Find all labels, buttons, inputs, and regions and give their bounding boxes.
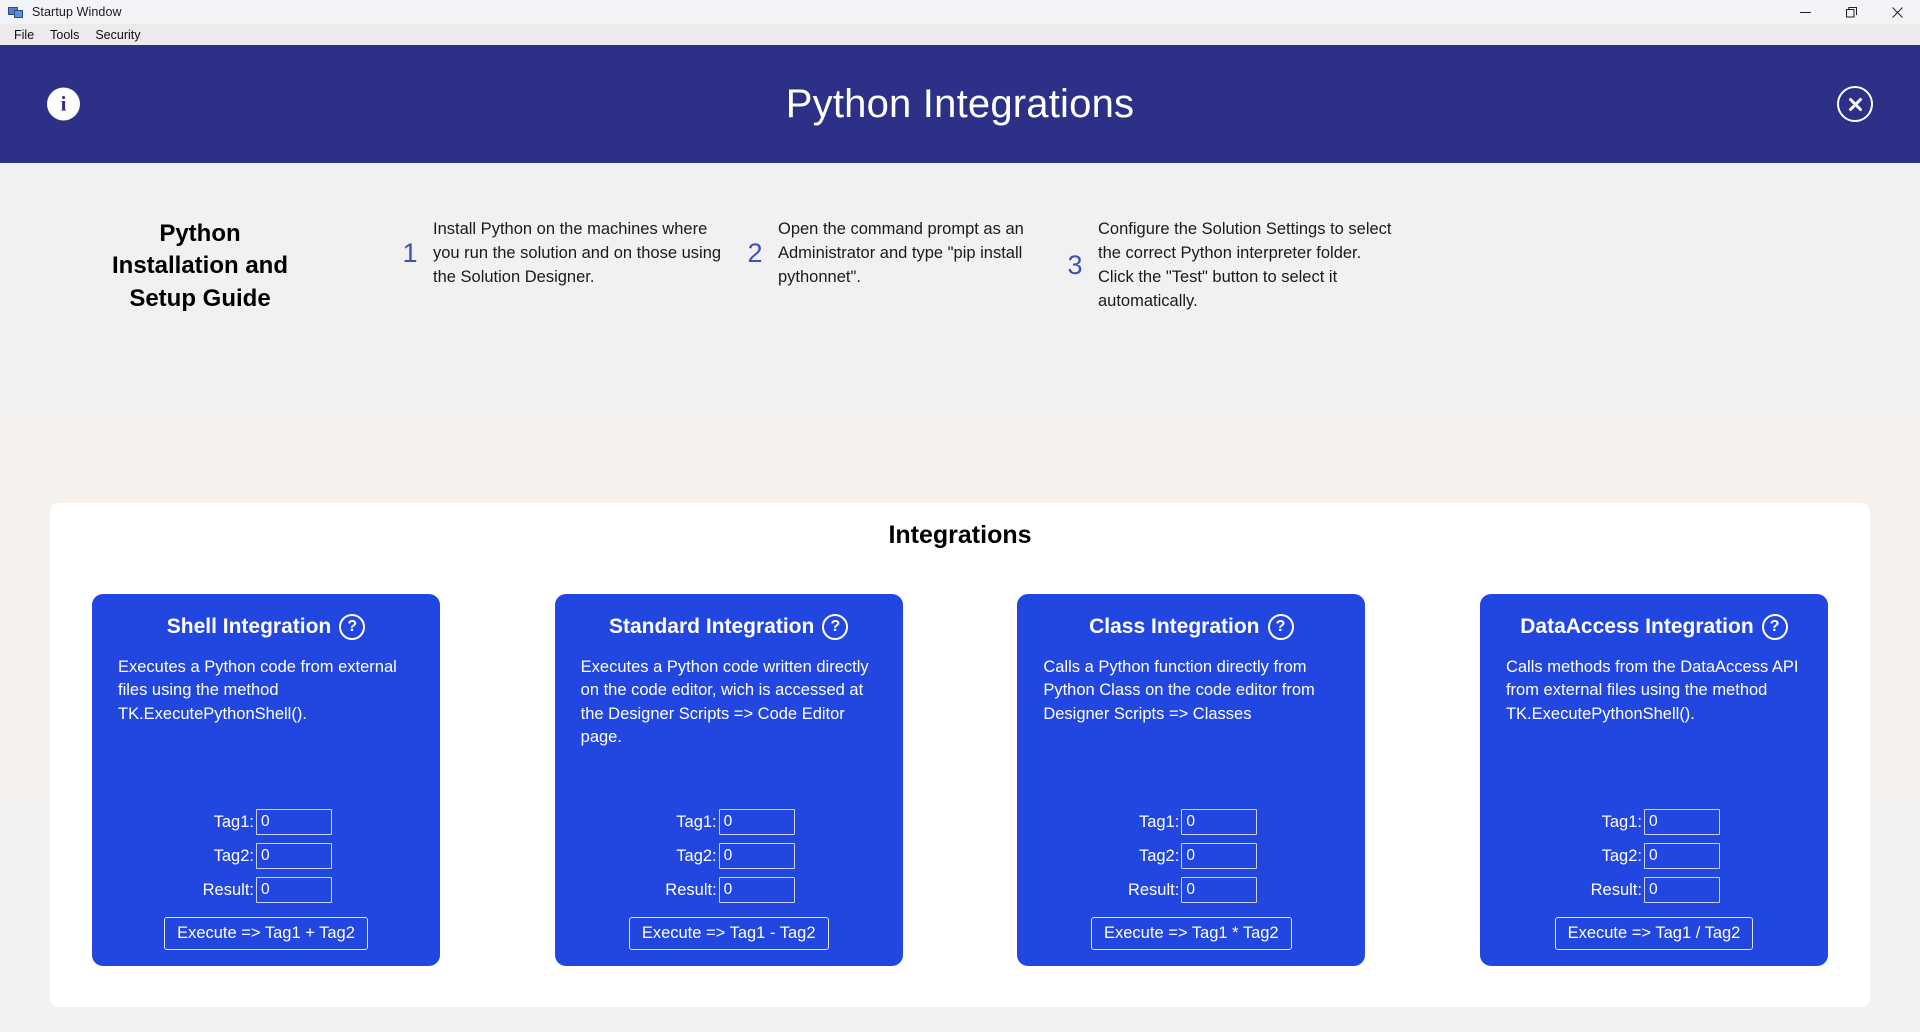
field-label-tag2: Tag2:	[1138, 846, 1180, 865]
integration-cards: Shell Integration ? Executes a Python co…	[50, 550, 1870, 966]
field-row-tag2: Tag2:	[577, 843, 881, 869]
field-row-tag1: Tag1:	[1502, 809, 1806, 835]
card-fields: Tag1: Tag2: Result: Execute => Tag1 - Ta…	[577, 809, 881, 950]
integration-card-class: Class Integration ? Calls a Python funct…	[1017, 594, 1366, 966]
input-tag1[interactable]	[256, 809, 332, 835]
card-description: Executes a Python code written directly …	[580, 658, 869, 747]
field-label-tag1: Tag1:	[213, 812, 254, 831]
restore-button[interactable]	[1828, 0, 1874, 24]
input-result[interactable]	[256, 877, 332, 903]
execute-button[interactable]: Execute => Tag1 / Tag2	[1554, 917, 1754, 950]
input-tag1[interactable]	[718, 809, 795, 835]
field-label-result: Result:	[665, 880, 717, 899]
menu-bar: File Tools Security	[0, 24, 1920, 45]
guide-step-1: 1 Install Python on the machines where y…	[400, 218, 745, 290]
step-number-2: 2	[747, 238, 763, 269]
field-label-result: Result:	[202, 880, 254, 899]
step-number-1: 1	[402, 238, 418, 269]
guide-step-2: 2 Open the command prompt as an Administ…	[745, 218, 1065, 290]
card-title: DataAccess Integration	[1520, 615, 1754, 638]
guide-title-line-2: Installation and	[111, 252, 288, 280]
input-result[interactable]	[718, 877, 795, 903]
field-row-result: Result:	[1039, 877, 1343, 903]
integration-card-shell: Shell Integration ? Executes a Python co…	[92, 594, 440, 966]
setup-guide-section: Python Installation and Setup Guide 1 In…	[0, 163, 1920, 417]
input-tag1[interactable]	[1643, 809, 1720, 835]
card-header: Class Integration ?	[1039, 610, 1343, 644]
menu-item-tools[interactable]: Tools	[50, 27, 80, 42]
card-description: Calls a Python function directly from Py…	[1043, 658, 1315, 723]
field-label-result: Result:	[1127, 880, 1180, 899]
card-fields: Tag1: Tag2: Result: Execute => Tag1 / Ta…	[1502, 809, 1806, 950]
app-window-icon	[8, 4, 24, 20]
guide-title-line-3: Setup Guide	[129, 284, 271, 312]
integration-card-dataaccess: DataAccess Integration ? Calls methods f…	[1479, 594, 1828, 966]
close-circle-icon[interactable]	[1837, 86, 1873, 122]
help-icon[interactable]: ?	[1267, 614, 1294, 640]
integration-card-standard: Standard Integration ? Executes a Python…	[554, 594, 903, 966]
field-label-tag1: Tag1:	[1138, 812, 1180, 831]
page-title: Python Integrations	[785, 81, 1135, 126]
field-label-tag1: Tag1:	[1601, 812, 1642, 831]
window-title-bar: Startup Window	[0, 0, 1920, 24]
input-result[interactable]	[1181, 877, 1258, 903]
field-row-tag1: Tag1:	[1039, 809, 1343, 835]
input-tag2[interactable]	[1643, 843, 1720, 869]
input-result[interactable]	[1643, 877, 1720, 903]
card-title: Shell Integration	[166, 615, 332, 638]
info-icon[interactable]: i	[47, 87, 80, 121]
window-controls	[1782, 0, 1920, 24]
field-row-result: Result:	[1502, 877, 1806, 903]
help-icon[interactable]: ?	[822, 614, 849, 640]
step-text-2: Open the command prompt as an Administra…	[778, 220, 1024, 286]
field-row-tag2: Tag2:	[114, 843, 418, 869]
help-icon[interactable]: ?	[1761, 614, 1788, 640]
card-title: Standard Integration	[608, 615, 815, 638]
card-header: Shell Integration ?	[114, 610, 418, 644]
step-text-1: Install Python on the machines where you…	[433, 220, 722, 286]
card-header: DataAccess Integration ?	[1502, 610, 1806, 644]
card-fields: Tag1: Tag2: Result: Execute => Tag1 * Ta…	[1039, 809, 1343, 950]
field-label-tag2: Tag2:	[676, 846, 717, 865]
field-label-tag1: Tag1:	[676, 812, 717, 831]
execute-button[interactable]: Execute => Tag1 - Tag2	[628, 917, 829, 950]
guide-title-line-1: Python	[159, 220, 241, 247]
field-row-tag1: Tag1:	[114, 809, 418, 835]
field-label-result: Result:	[1590, 880, 1642, 899]
menu-item-file[interactable]: File	[14, 27, 35, 42]
card-title: Class Integration	[1089, 615, 1260, 638]
input-tag1[interactable]	[1181, 809, 1258, 835]
execute-button[interactable]: Execute => Tag1 + Tag2	[164, 917, 368, 950]
step-text-3: Configure the Solution Settings to selec…	[1098, 220, 1392, 310]
window-title: Startup Window	[32, 5, 122, 19]
integrations-title: Integrations	[888, 521, 1032, 549]
integrations-outer: Integrations Shell Integration ? Execute…	[0, 417, 1920, 1007]
guide-title: Python Installation and Setup Guide	[0, 218, 400, 315]
field-row-tag1: Tag1:	[577, 809, 881, 835]
page-header: i Python Integrations	[0, 45, 1920, 163]
field-label-tag2: Tag2:	[213, 846, 254, 865]
card-header: Standard Integration ?	[577, 610, 881, 644]
menu-item-security[interactable]: Security	[95, 27, 141, 42]
field-row-result: Result:	[577, 877, 881, 903]
execute-button[interactable]: Execute => Tag1 * Tag2	[1091, 917, 1292, 950]
close-button[interactable]	[1874, 0, 1920, 24]
field-row-tag2: Tag2:	[1502, 843, 1806, 869]
field-row-result: Result:	[114, 877, 418, 903]
help-icon[interactable]: ?	[339, 614, 366, 640]
input-tag2[interactable]	[256, 843, 332, 869]
field-label-tag2: Tag2:	[1601, 846, 1642, 865]
card-description: Executes a Python code from external fil…	[118, 658, 397, 723]
input-tag2[interactable]	[1181, 843, 1258, 869]
guide-step-3: 3 Configure the Solution Settings to sel…	[1065, 218, 1410, 314]
step-number-3: 3	[1067, 250, 1083, 281]
integrations-panel: Integrations Shell Integration ? Execute…	[50, 503, 1870, 1007]
field-row-tag2: Tag2:	[1039, 843, 1343, 869]
card-fields: Tag1: Tag2: Result: Execute => Tag1 + Ta…	[114, 809, 418, 950]
minimize-button[interactable]	[1782, 0, 1828, 24]
input-tag2[interactable]	[718, 843, 795, 869]
card-description: Calls methods from the DataAccess API fr…	[1505, 658, 1799, 723]
